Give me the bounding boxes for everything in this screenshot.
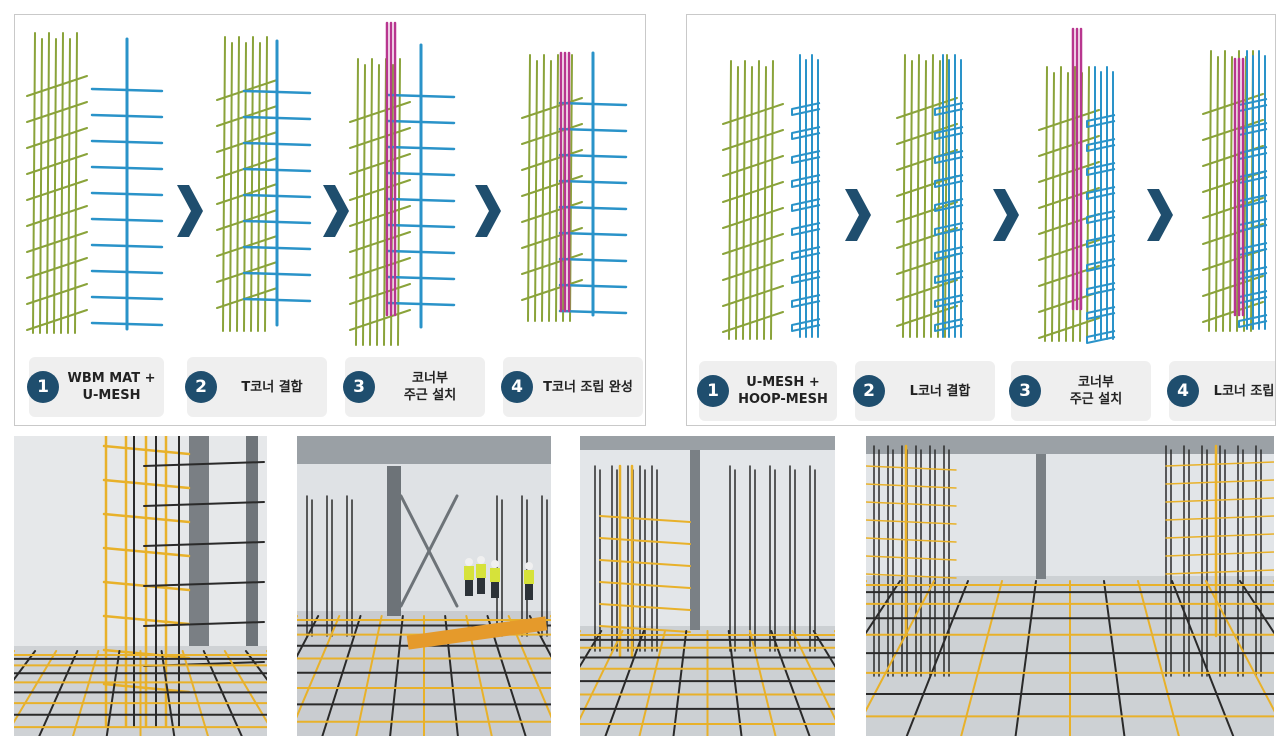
step-number-badge: 2 — [853, 375, 885, 407]
steel-column — [387, 466, 401, 616]
u-mesh-green — [722, 60, 784, 340]
step-number-badge: 1 — [697, 375, 729, 407]
l-step-3: 3 코너부 주근 설치 — [1009, 361, 1151, 421]
u-mesh-green — [1038, 66, 1100, 342]
photo-wide-rebar-floor — [866, 436, 1274, 736]
cross-bracing — [399, 494, 459, 608]
u-mesh-blue — [386, 43, 456, 329]
hoop-mesh-blue — [791, 54, 821, 338]
t-step-4: 4 T코너 조립 완성 — [501, 357, 643, 417]
t-step-2: 2 T코너 결합 — [185, 357, 327, 417]
chevron-right-icon — [475, 185, 501, 237]
l-step-2: 2 L코너 결합 — [853, 361, 995, 421]
step-label: L코너 조립 — [1213, 383, 1275, 399]
step-label: U-MESH + HOOP-MESH — [738, 375, 828, 407]
t-step-3: 3 코너부 주근 설치 — [343, 357, 485, 417]
chevron-right-icon — [323, 185, 349, 237]
step-number-badge: 3 — [343, 371, 375, 403]
corner-main-bars-magenta — [1233, 57, 1245, 317]
step-label: 코너부 주근 설치 — [403, 371, 457, 403]
wbm-mat-green — [216, 36, 278, 332]
u-mesh-blue — [242, 39, 312, 327]
wbm-mat-green — [349, 58, 411, 346]
photo-corner-assembly — [580, 436, 835, 736]
l-step-4: 4 L코너 조립 — [1167, 361, 1275, 421]
chevron-right-icon — [177, 185, 203, 237]
chevron-right-icon — [993, 189, 1019, 241]
wall-rebar — [873, 445, 1262, 677]
ceiling-beam — [297, 436, 551, 464]
step-number-badge: 4 — [1167, 375, 1199, 407]
hoop-mesh-blue — [1086, 66, 1116, 344]
ceiling-beam — [866, 436, 1274, 454]
step-label: WBM MAT + U-MESH — [67, 371, 156, 403]
steel-column — [690, 450, 700, 630]
step-label: T코너 조립 완성 — [543, 379, 633, 395]
photo-tall-corner-rebar — [14, 436, 267, 736]
step-number-badge: 2 — [185, 371, 217, 403]
steel-column — [189, 436, 209, 646]
formwork-board — [406, 616, 548, 650]
chevron-right-icon — [845, 189, 871, 241]
t-step-1: 1 WBM MAT + U-MESH — [27, 357, 164, 417]
ceiling-beam — [580, 436, 835, 450]
chevron-right-icon — [1147, 189, 1173, 241]
steel-column — [246, 436, 258, 646]
step-number-badge: 4 — [501, 371, 533, 403]
corner-main-bars-magenta — [385, 21, 397, 317]
t-corner-diagram — [26, 21, 628, 346]
corner-main-bars-magenta — [559, 51, 571, 313]
corner-main-bars-magenta — [1071, 27, 1083, 311]
step-number-badge: 1 — [27, 371, 59, 403]
step-label: L코너 결합 — [909, 383, 971, 399]
workers — [464, 556, 534, 600]
hoop-mesh-blue — [934, 54, 964, 338]
u-mesh-blue — [90, 37, 164, 331]
wbm-mat-green — [521, 54, 583, 322]
l-step-1: 1 U-MESH + HOOP-MESH — [697, 361, 837, 421]
steel-column — [1036, 454, 1046, 579]
step-label: 코너부 주근 설치 — [1069, 375, 1123, 407]
step-label: T코너 결합 — [241, 379, 303, 395]
wbm-mat-green — [26, 32, 88, 334]
step-number-badge: 3 — [1009, 375, 1041, 407]
t-corner-process-panel: 1 WBM MAT + U-MESH 2 T코너 결합 3 코너부 주근 설치 … — [14, 14, 646, 426]
l-corner-diagram — [722, 27, 1268, 344]
floor-rebar-mat — [580, 630, 835, 736]
floor-rebar-mat — [866, 580, 1274, 736]
yellow-cage — [599, 464, 691, 658]
l-corner-process-panel: 1 U-MESH + HOOP-MESH 2 L코너 결합 3 코너부 주근 설… — [686, 14, 1276, 426]
photo-workers-on-mat — [297, 436, 551, 736]
u-mesh-blue — [558, 51, 628, 317]
